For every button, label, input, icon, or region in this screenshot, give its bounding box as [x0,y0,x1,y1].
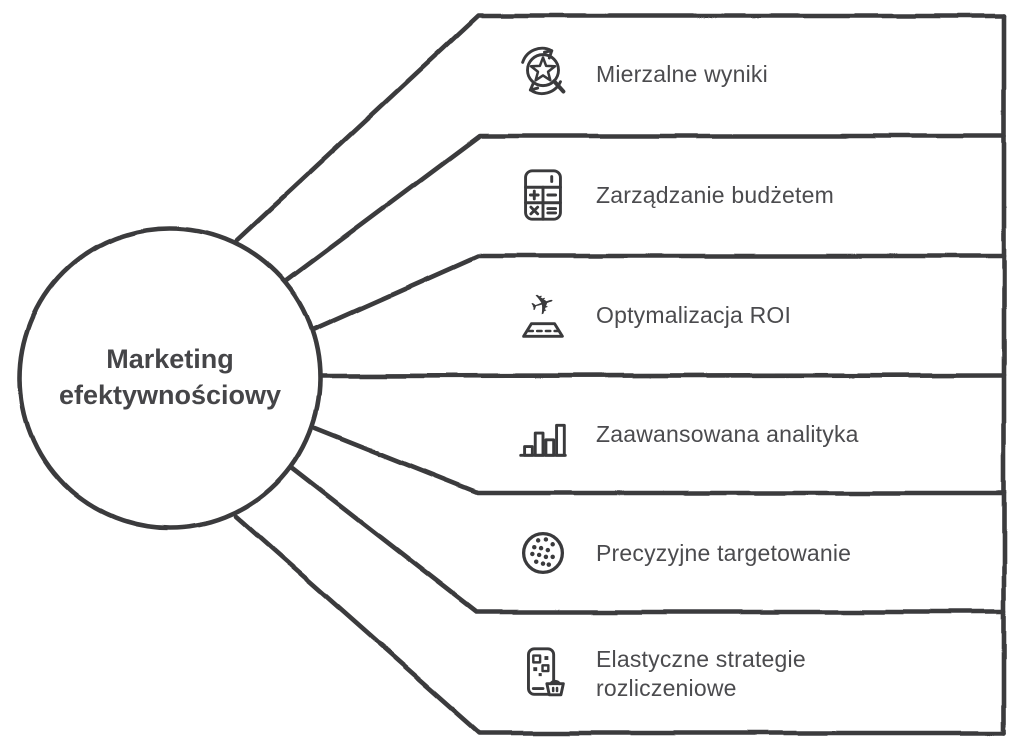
dotted-circle-target-icon [521,531,565,575]
branch-label: Precyzyjne targetowanie [596,539,852,566]
svg-text:✈: ✈ [526,284,560,324]
branch-label: Elastyczne strategie rozliczeniowe [596,646,806,701]
branch-label: Mierzalne wyniki [596,60,768,87]
branch-row-advanced-analytics: Zaawansowana analityka [512,384,859,484]
branch-row-precise-targeting: Precyzyjne targetowanie [512,503,851,603]
branch-row-budget-management: Zarządzanie budżetem [512,145,834,245]
branch-row-flexible-billing: Elastyczne strategie rozliczeniowe [512,624,834,724]
branch-label: Zarządzanie budżetem [596,181,834,208]
calculator-icon [524,169,562,221]
mobile-qr-basket-icon [527,647,565,697]
bar-chart-icon [519,423,567,457]
connector-band1-top [234,13,1007,243]
connector-band6-bottom [233,514,1007,736]
star-search-refresh-icon [521,46,566,95]
plane-takeoff-icon: ✈ [522,284,564,338]
branch-label: Zaawansowana analityka [596,420,859,447]
center-node-label: Marketing efektywnościowy [58,344,282,410]
connector-sep-3-4 [318,372,1007,379]
branch-row-roi-optimization: ✈ Optymalizacja ROI [512,265,791,365]
branch-row-measurable-results: Mierzalne wyniki [512,24,768,124]
connector-sep-1-2 [283,133,1007,284]
connector-sep-4-5 [312,425,1007,496]
connector-sep-5-6 [289,465,1007,615]
connector-sep-2-3 [311,253,1007,332]
branch-label: Optymalizacja ROI [596,301,792,328]
